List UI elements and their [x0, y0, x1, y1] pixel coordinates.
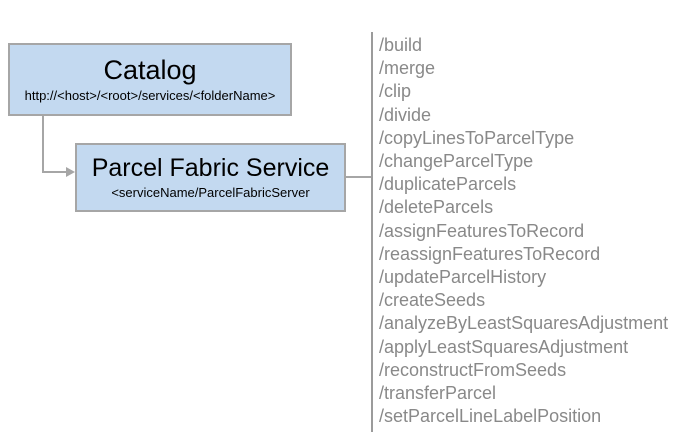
catalog-url-pattern: http://<host>/<root>/services/<folderNam… [24, 88, 276, 103]
endpoints-separator-line [371, 32, 373, 432]
connector-arrowhead-icon [66, 167, 75, 177]
endpoint-item: /updateParcelHistory [379, 267, 547, 288]
endpoint-item: /merge [379, 58, 436, 79]
service-title: Parcel Fabric Service [91, 154, 330, 182]
endpoint-item: /duplicateParcels [379, 174, 517, 195]
endpoint-item: /reconstructFromSeeds [379, 359, 567, 380]
endpoint-item: /deleteParcels [379, 197, 494, 218]
catalog-title: Catalog [103, 55, 197, 85]
endpoint-item: /divide [379, 104, 432, 125]
catalog-node: Catalog http://<host>/<root>/services/<f… [8, 43, 292, 116]
endpoint-item: /createSeeds [379, 290, 486, 311]
connector-service-to-endpoints [345, 176, 372, 178]
connector-elbow-horizontal [42, 171, 67, 173]
endpoint-item: /setParcelLineLabelPosition [379, 406, 602, 427]
endpoint-item: /build [379, 35, 423, 55]
endpoint-list: /build/merge/clip/divide/copyLinesToParc… [379, 34, 668, 428]
endpoint-item: /applyLeastSquaresAdjustment [379, 336, 629, 357]
endpoint-item: /assignFeaturesToRecord [379, 220, 585, 241]
endpoint-item: /transferParcel [379, 383, 497, 404]
endpoint-item: /analyzeByLeastSquaresAdjustment [379, 313, 669, 334]
service-url-pattern: <serviceName/ParcelFabricServer [111, 185, 310, 200]
endpoint-item: /reassignFeaturesToRecord [379, 243, 601, 264]
endpoint-item: /changeParcelType [379, 151, 534, 172]
connector-elbow-vertical [42, 115, 44, 173]
endpoint-item: /clip [379, 81, 412, 102]
endpoint-item: /copyLinesToParcelType [379, 127, 575, 148]
parcel-fabric-service-node: Parcel Fabric Service <serviceName/Parce… [75, 143, 346, 212]
